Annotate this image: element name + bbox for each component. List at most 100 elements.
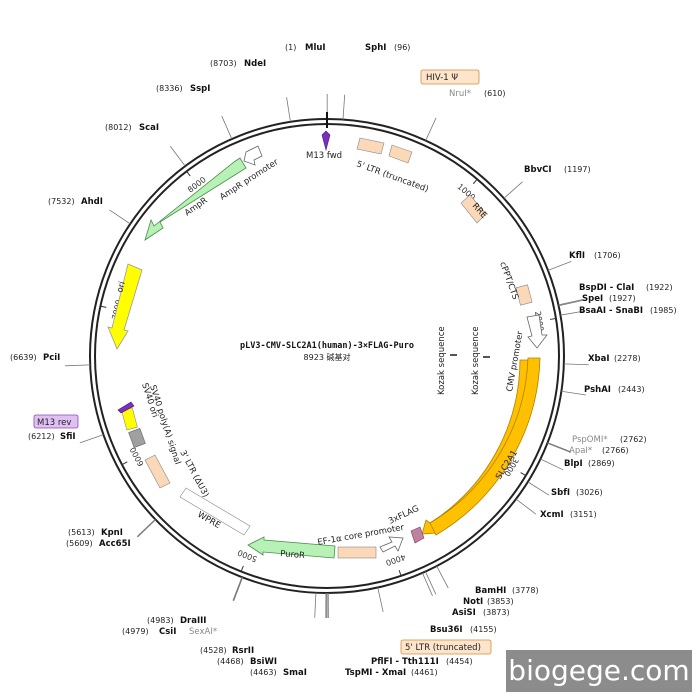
- site-pcii-name: PciI: [43, 353, 60, 363]
- site-xbai-name: XbaI: [588, 354, 610, 364]
- label-3-ltr: 3' LTR (ΔU3): [177, 449, 210, 500]
- site-noti-name: NotI: [463, 597, 483, 607]
- site-leader: [286, 97, 291, 122]
- site-scai-name: ScaI: [139, 123, 159, 133]
- tick-label: 6000: [128, 446, 145, 468]
- site-xmai-name: TspMI - XmaI: [345, 668, 406, 678]
- site-leader: [436, 565, 449, 589]
- site-leader: [547, 442, 572, 453]
- label-5-ltr-truncated: 5' LTR (truncated): [355, 159, 430, 194]
- site-apai-pos: (2766): [602, 446, 629, 455]
- site-asisi-name: AsiSI: [452, 608, 476, 618]
- site-claI-pos: (1922): [646, 283, 673, 292]
- site-leader: [425, 117, 437, 141]
- site-draiii-pos: (4983): [147, 616, 174, 625]
- feature-sv40-polya[interactable]: [128, 428, 146, 448]
- site-leader: [547, 442, 571, 453]
- m13rev-box-label: M13 rev: [37, 418, 71, 428]
- feature-cmv-promoter[interactable]: [526, 314, 548, 349]
- site-leader: [232, 577, 243, 601]
- label-kozak-1: Kozak sequence: [437, 326, 447, 395]
- tick-mark: [549, 317, 557, 320]
- site-acc65i-name: Acc65I: [99, 539, 131, 549]
- site-spei-name: SpeI: [582, 294, 603, 304]
- site-nrui-pos: (610): [484, 89, 506, 98]
- feature-m13-rev[interactable]: [117, 401, 135, 414]
- site-rsrii-pos: (4528): [200, 646, 227, 655]
- site-sexai-name: SexAI*: [189, 627, 217, 637]
- feature-hiv-psi[interactable]: [388, 144, 413, 164]
- site-bsu36i-name: Bsu36I: [430, 625, 463, 635]
- feature-ampr-promoter[interactable]: [243, 145, 263, 166]
- feature-rre[interactable]: [460, 194, 487, 224]
- site-snabi-name: BsaAI - SnaBI: [579, 306, 643, 316]
- site-leader: [109, 209, 131, 225]
- site-ndei-name: NdeI: [244, 59, 266, 69]
- label-ori: ori: [115, 280, 128, 293]
- site-pcii-pos: (6639): [10, 353, 37, 362]
- site-kpni-name: KpnI: [101, 528, 123, 538]
- feature-ori[interactable]: [107, 263, 143, 350]
- site-asisi-pos: (3873): [483, 608, 510, 617]
- site-acc65i-pos: (5609): [66, 539, 93, 548]
- plasmid-name: pLV3-CMV-SLC2A1(human)-3×FLAG-Puro: [240, 341, 414, 351]
- site-sspi-name: SspI: [190, 84, 210, 94]
- feature-3xflag[interactable]: [410, 526, 425, 544]
- label-kozak-2: Kozak sequence: [471, 326, 481, 395]
- site-ahdi-pos: (7532): [48, 197, 75, 206]
- tick-mark: [186, 170, 191, 177]
- site-rsrii-name: RsrII: [232, 646, 254, 656]
- feature-puror[interactable]: [247, 536, 336, 559]
- site-leaders: [65, 93, 589, 619]
- tick-label: 4000: [385, 552, 407, 567]
- label-m13-fwd: M13 fwd: [306, 151, 342, 161]
- tick-mark: [398, 570, 402, 577]
- site-mlui-pos: (1): [285, 43, 296, 52]
- site-xmai-pos: (4461): [411, 668, 438, 677]
- feature-cppt-cts[interactable]: [515, 284, 533, 306]
- feature-ef1a-box: [337, 546, 377, 559]
- hiv-box-label: HIV-1 Ψ: [426, 73, 458, 83]
- site-sspi-pos: (8336): [156, 84, 183, 93]
- feature-ampr[interactable]: [144, 157, 247, 241]
- m13rev-box: [33, 414, 79, 429]
- feature-5-ltr[interactable]: [356, 137, 385, 155]
- feature-3-ltr[interactable]: [144, 454, 171, 489]
- watermark-logo: biogege.com: [506, 650, 692, 692]
- site-bsiwi-name: BsiWI: [250, 657, 277, 667]
- site-tth111i-name: PflFI - Tth111I: [371, 657, 439, 667]
- site-kpni-pos: (5613): [68, 528, 95, 537]
- site-spei-pos: (1927): [609, 294, 636, 303]
- site-leader: [503, 181, 523, 199]
- site-leader: [527, 481, 550, 496]
- site-pshai-pos: (2443): [618, 385, 645, 394]
- site-sphi-name: SphI: [365, 43, 386, 53]
- site-bbvci-pos: (1197): [564, 165, 591, 174]
- site-xcmi-name: XcmI: [540, 510, 564, 520]
- site-ndei-pos: (8703): [210, 59, 237, 68]
- site-leader: [540, 458, 564, 471]
- tick-mark: [520, 472, 527, 477]
- feature-wpre[interactable]: [179, 487, 251, 536]
- site-xbai-pos: (2278): [614, 354, 641, 363]
- plasmid-size: 8923 碱基对: [304, 352, 351, 362]
- site-leader: [137, 519, 156, 538]
- site-blpi-name: BlpI: [564, 459, 583, 469]
- site-leader: [422, 572, 433, 596]
- tick-marks: 10002000300040005000600070008000: [100, 170, 557, 577]
- ltr5-box: [400, 639, 492, 655]
- site-labels: (1) MluI SphI (96) NruI* (610) BbvCI (11…: [10, 43, 677, 678]
- feature-slc2a1-body: [429, 357, 541, 536]
- site-leader: [425, 571, 437, 595]
- tick-mark: [472, 178, 478, 185]
- tick-mark: [121, 461, 128, 466]
- tick-mark: [100, 305, 107, 308]
- feature-ef1a-promoter[interactable]: [379, 536, 404, 553]
- site-sfii-name: SfiI: [60, 432, 76, 442]
- feature-m13-fwd[interactable]: [321, 130, 331, 152]
- site-leader: [558, 299, 584, 307]
- site-smai-name: SmaI: [283, 668, 307, 678]
- site-leader: [342, 94, 346, 120]
- site-leader: [547, 261, 572, 271]
- site-scai-pos: (8012): [105, 123, 132, 132]
